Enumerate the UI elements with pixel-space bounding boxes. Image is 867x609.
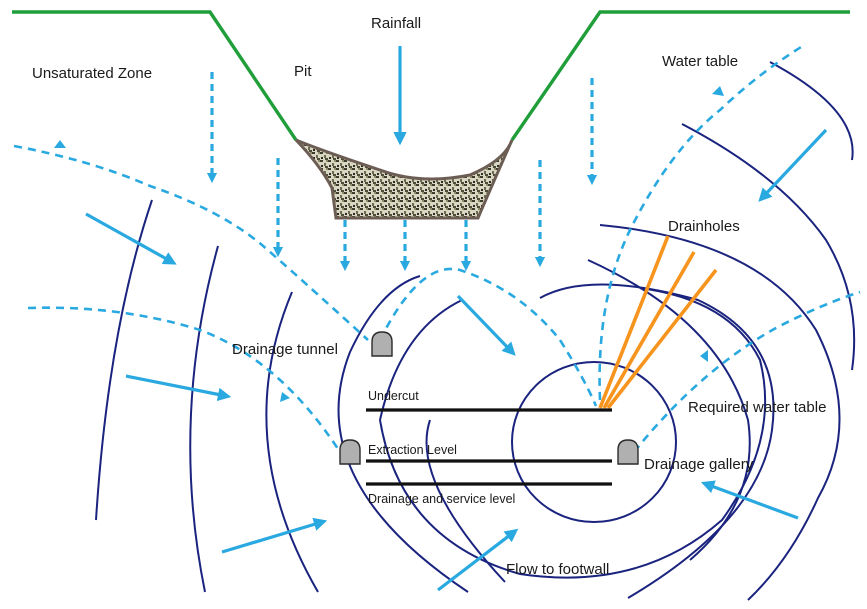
water-table-left xyxy=(13,144,369,341)
pit-label: Pit xyxy=(294,63,312,80)
flow-to-footwall-label: Flow to footwall xyxy=(506,561,609,578)
extraction-level-label: Extraction Level xyxy=(368,443,457,457)
unsaturated-zone-label: Unsaturated Zone xyxy=(32,65,152,82)
rainfall-label: Rainfall xyxy=(371,15,421,32)
drainholes-label: Drainholes xyxy=(668,218,740,235)
drainage-gallery-icon xyxy=(617,439,639,465)
required-water-table-left xyxy=(27,306,342,453)
drainholes xyxy=(598,235,718,410)
undercut-circle xyxy=(511,361,677,523)
undercut-label: Undercut xyxy=(368,389,419,403)
pit-outline xyxy=(12,10,298,141)
drainage-service-level-label: Drainage and service level xyxy=(368,492,515,506)
pit-outline-right xyxy=(510,10,850,141)
drainage-gallery-label: Drainage gallery xyxy=(644,456,754,473)
extraction-tunnel-icon xyxy=(339,439,361,465)
infiltration-arrows xyxy=(206,72,598,272)
drainage-tunnel-label: Drainage tunnel xyxy=(232,341,338,358)
required-water-table-label: Required water table xyxy=(688,399,826,416)
water-table-right xyxy=(598,42,807,401)
water-table-label: Water table xyxy=(662,53,738,70)
groundwater-flow-arrows xyxy=(85,128,828,592)
flow-lines xyxy=(95,61,856,601)
required-water-table-right xyxy=(632,290,861,453)
pit-rock-fill xyxy=(294,138,514,220)
drainage-tunnel-icon xyxy=(371,331,393,357)
water-table-lines xyxy=(13,42,861,453)
water-table-upper-arc xyxy=(378,267,598,407)
